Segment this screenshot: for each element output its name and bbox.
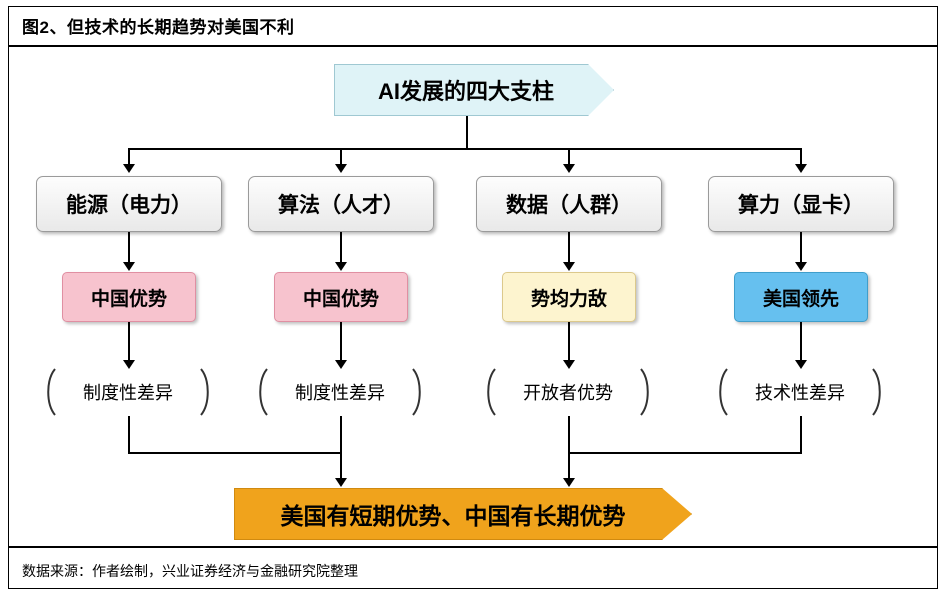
arrow-verdict3-reason <box>563 360 575 369</box>
reason-label-4: 技术性差异 <box>755 383 845 403</box>
bracket-right-icon-3 <box>640 368 654 416</box>
diagram-canvas: AI发展的四大支柱 能源（电力） 算法（人才） 数据（人群） 算力（显卡） 中国… <box>0 48 948 544</box>
connector-reason2-down <box>340 416 342 454</box>
connector-verdict1-reason <box>128 322 130 362</box>
connector-pillar1-verdict <box>128 232 130 264</box>
verdict-box-2: 中国优势 <box>274 272 408 322</box>
figure-title: 图2、但技术的长期趋势对美国不利 <box>22 18 295 37</box>
connector-reason3-down <box>568 416 570 454</box>
arrow-conclusion-left <box>335 478 347 487</box>
reason-label-2: 制度性差异 <box>295 383 385 403</box>
connector-reason1-in <box>128 452 340 454</box>
pillar-box-3: 数据（人群） <box>476 176 662 232</box>
bracket-left-icon-3 <box>482 368 496 416</box>
arrow-pillar4-verdict <box>795 262 807 271</box>
verdict-box-1: 中国优势 <box>62 272 196 322</box>
bracket-right-icon-1 <box>200 368 214 416</box>
pillar-box-4: 算力（显卡） <box>708 176 894 232</box>
diagram-header-box: AI发展的四大支柱 <box>334 64 614 116</box>
reason-bracket-4: 技术性差异 <box>714 368 886 416</box>
title-divider <box>9 45 937 47</box>
arrow-pillar1-verdict <box>123 262 135 271</box>
connector-pillar2-verdict <box>340 232 342 264</box>
source-note: 数据来源：作者绘制，兴业证券经济与金融研究院整理 <box>22 563 358 579</box>
reason-label-3: 开放者优势 <box>523 383 613 403</box>
connector-pillar4-verdict <box>800 232 802 264</box>
verdict-box-4: 美国领先 <box>734 272 868 322</box>
connector-header-trunk <box>466 116 468 148</box>
connector-reason4-down <box>800 416 802 454</box>
arrow-drop-4 <box>795 164 807 173</box>
connector-reason4-in <box>568 452 802 454</box>
bracket-right-icon-4 <box>872 368 886 416</box>
connector-drop-3 <box>568 148 570 166</box>
reason-bracket-3: 开放者优势 <box>482 368 654 416</box>
source-divider <box>9 546 937 548</box>
connector-merge-left <box>340 452 342 480</box>
reason-bracket-1: 制度性差异 <box>42 368 214 416</box>
reason-bracket-2: 制度性差异 <box>254 368 426 416</box>
connector-merge-right <box>568 452 570 480</box>
bracket-left-icon-4 <box>714 368 728 416</box>
bracket-left-icon-2 <box>254 368 268 416</box>
arrow-conclusion-right <box>563 478 575 487</box>
connector-verdict4-reason <box>800 322 802 362</box>
arrow-verdict2-reason <box>335 360 347 369</box>
connector-drop-4 <box>800 148 802 166</box>
bracket-left-icon-1 <box>42 368 56 416</box>
connector-pillar3-verdict <box>568 232 570 264</box>
pillar-box-1: 能源（电力） <box>36 176 222 232</box>
arrow-pillar2-verdict <box>335 262 347 271</box>
arrow-verdict4-reason <box>795 360 807 369</box>
connector-verdict3-reason <box>568 322 570 362</box>
pillar-box-2: 算法（人才） <box>248 176 434 232</box>
arrow-drop-1 <box>123 164 135 173</box>
arrow-pillar3-verdict <box>563 262 575 271</box>
connector-drop-1 <box>128 148 130 166</box>
conclusion-box: 美国有短期优势、中国有长期优势 <box>234 488 692 540</box>
connector-verdict2-reason <box>340 322 342 362</box>
reason-label-1: 制度性差异 <box>83 383 173 403</box>
verdict-box-3: 势均力敌 <box>502 272 636 322</box>
connector-header-bus <box>128 148 802 150</box>
bracket-right-icon-2 <box>412 368 426 416</box>
arrow-verdict1-reason <box>123 360 135 369</box>
connector-reason1-down <box>128 416 130 454</box>
arrow-drop-2 <box>335 164 347 173</box>
connector-drop-2 <box>340 148 342 166</box>
arrow-drop-3 <box>563 164 575 173</box>
